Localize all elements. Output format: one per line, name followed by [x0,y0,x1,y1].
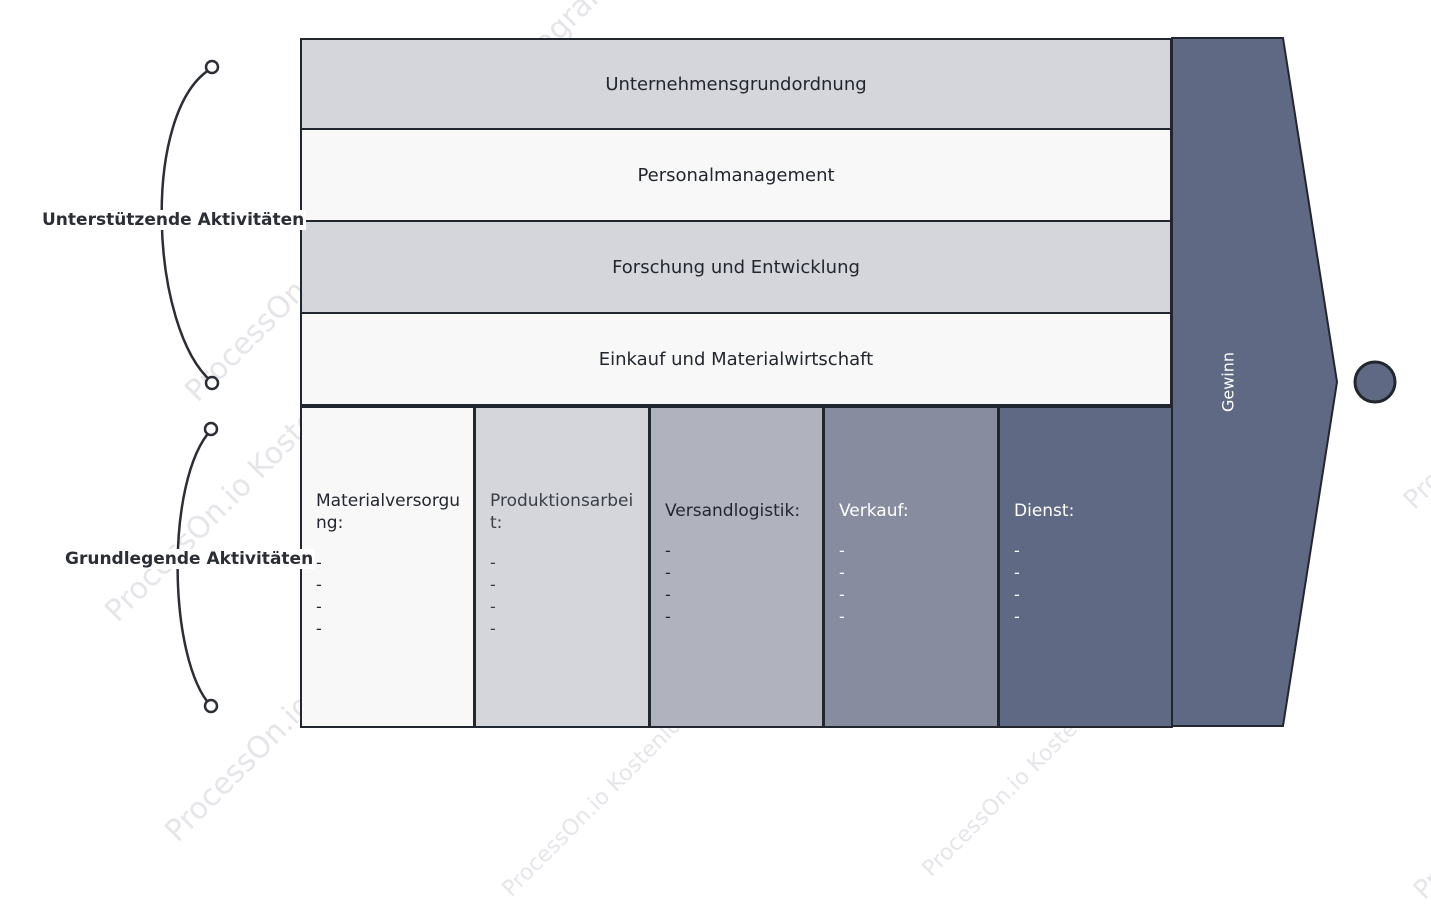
list-item: - [1014,563,1020,583]
list-item: - [1014,541,1020,561]
list-item: - [839,563,845,583]
primary-activity-title: Produktionsarbeit: [490,491,634,534]
primary-activity-items: - - - - [1014,540,1159,628]
support-activities-label: Unterstützende Aktivitäten [40,210,307,230]
list-item: - [665,607,671,627]
primary-activity-column: Produktionsarbeit: - - - - [474,406,650,728]
list-item: - [665,563,671,583]
primary-bracket [176,429,212,707]
primary-activity-items: - - - - [665,540,810,628]
primary-activity-column: Dienst: - - - - [998,406,1173,728]
primary-activity-column: Verkauf: - - - - [823,406,999,728]
list-item: - [1014,585,1020,605]
primary-activity-title: Versandlogistik: [665,501,801,521]
list-item: - [316,553,322,573]
end-marker [1353,360,1397,404]
support-activity-band: Personalmanagement [300,130,1172,222]
list-item: - [839,607,845,627]
support-bracket-bottom-dot [204,375,220,391]
support-activity-band: Unternehmensgrundordnung [300,38,1172,130]
primary-activity-items: - - - - [490,552,636,640]
primary-activity-column: Materialversorgung: - - - - [300,406,475,728]
primary-activity-title: Verkauf: [839,501,909,521]
list-item: - [316,597,322,617]
list-item: - [1014,607,1020,627]
list-item: - [839,585,845,605]
primary-activity-title: Materialversorgung: [316,491,461,534]
diagram-shapes [160,37,1397,727]
list-item: - [316,619,322,639]
primary-activity-column: Versandlogistik: - - - - [649,406,824,728]
list-item: - [490,575,496,595]
list-item: - [839,541,845,561]
margin-label: Gewinn [1218,351,1238,413]
list-item: - [316,575,322,595]
list-item: - [490,597,496,617]
list-item: - [665,541,671,561]
primary-activity-items: - - - - [316,552,461,640]
primary-activity-items: - - - - [839,540,985,628]
primary-activity-title: Dienst: [1014,501,1075,521]
margin-arrow [1171,37,1339,727]
value-chain-diagram: Gewinn Unternehmensgrundordnung Personal… [40,37,1397,728]
primary-bracket-top-dot [203,421,219,437]
list-item: - [665,585,671,605]
support-bracket-top-dot [204,59,220,75]
support-activity-band: Einkauf und Materialwirtschaft [300,314,1172,406]
support-activity-band: Forschung und Entwicklung [300,222,1172,314]
primary-bracket-bottom-dot [203,698,219,714]
list-item: - [490,619,496,639]
list-item: - [490,553,496,573]
primary-activities-label: Grundlegende Aktivitäten [63,549,316,569]
